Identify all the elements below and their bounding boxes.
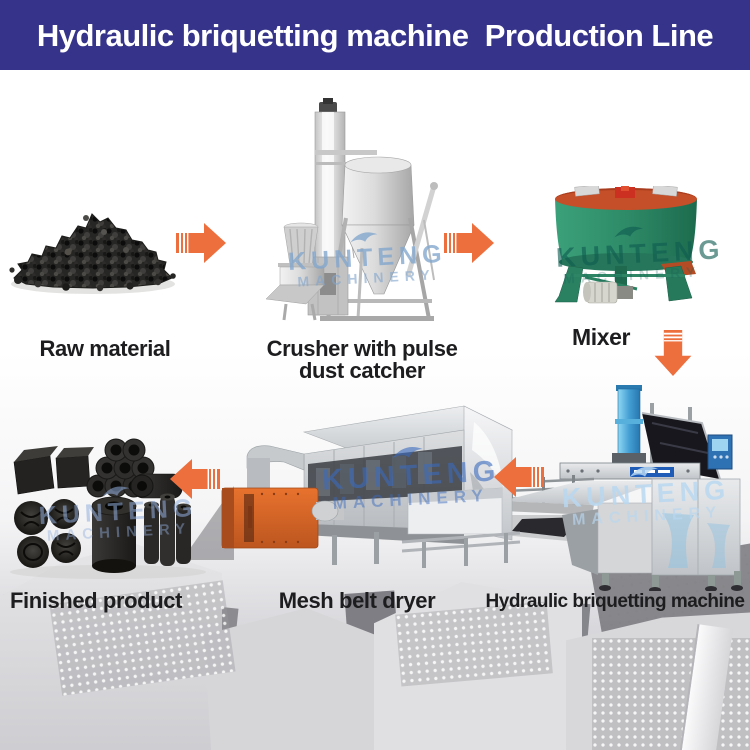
raw-material-label: Raw material xyxy=(39,336,171,361)
finished-product-photo xyxy=(6,432,218,580)
mixer-photo xyxy=(545,186,705,310)
crusher-photo xyxy=(262,98,447,330)
crusher-label-line2: dust catcher xyxy=(298,358,426,383)
mesh-belt-dryer-photo xyxy=(212,402,524,570)
finished-product-label: Finished product xyxy=(9,588,183,613)
flow-arrow-right-icon xyxy=(176,221,226,265)
mixer-label: Mixer xyxy=(571,324,631,350)
background-briquette-block xyxy=(204,608,390,750)
mesh-belt-dryer-label: Mesh belt dryer xyxy=(278,588,436,613)
title-banner: Hydraulic briquetting machine Production… xyxy=(0,0,750,70)
hydraulic-briquetting-machine-label: Hydraulic briquetting machine xyxy=(485,591,745,612)
flow-arrow-down-icon xyxy=(650,326,696,380)
flow-arrow-left-icon xyxy=(494,455,544,499)
raw-material-photo xyxy=(8,192,178,298)
page-title: Hydraulic briquetting machine Production… xyxy=(36,18,714,53)
hydraulic-briquetting-machine-photo xyxy=(502,383,748,591)
background-mesh-patch xyxy=(395,601,553,687)
flow-arrow-right-icon xyxy=(444,221,494,265)
flow-arrow-left-icon xyxy=(170,457,220,501)
crusher-label-line1: Crusher with pulse xyxy=(266,336,458,361)
